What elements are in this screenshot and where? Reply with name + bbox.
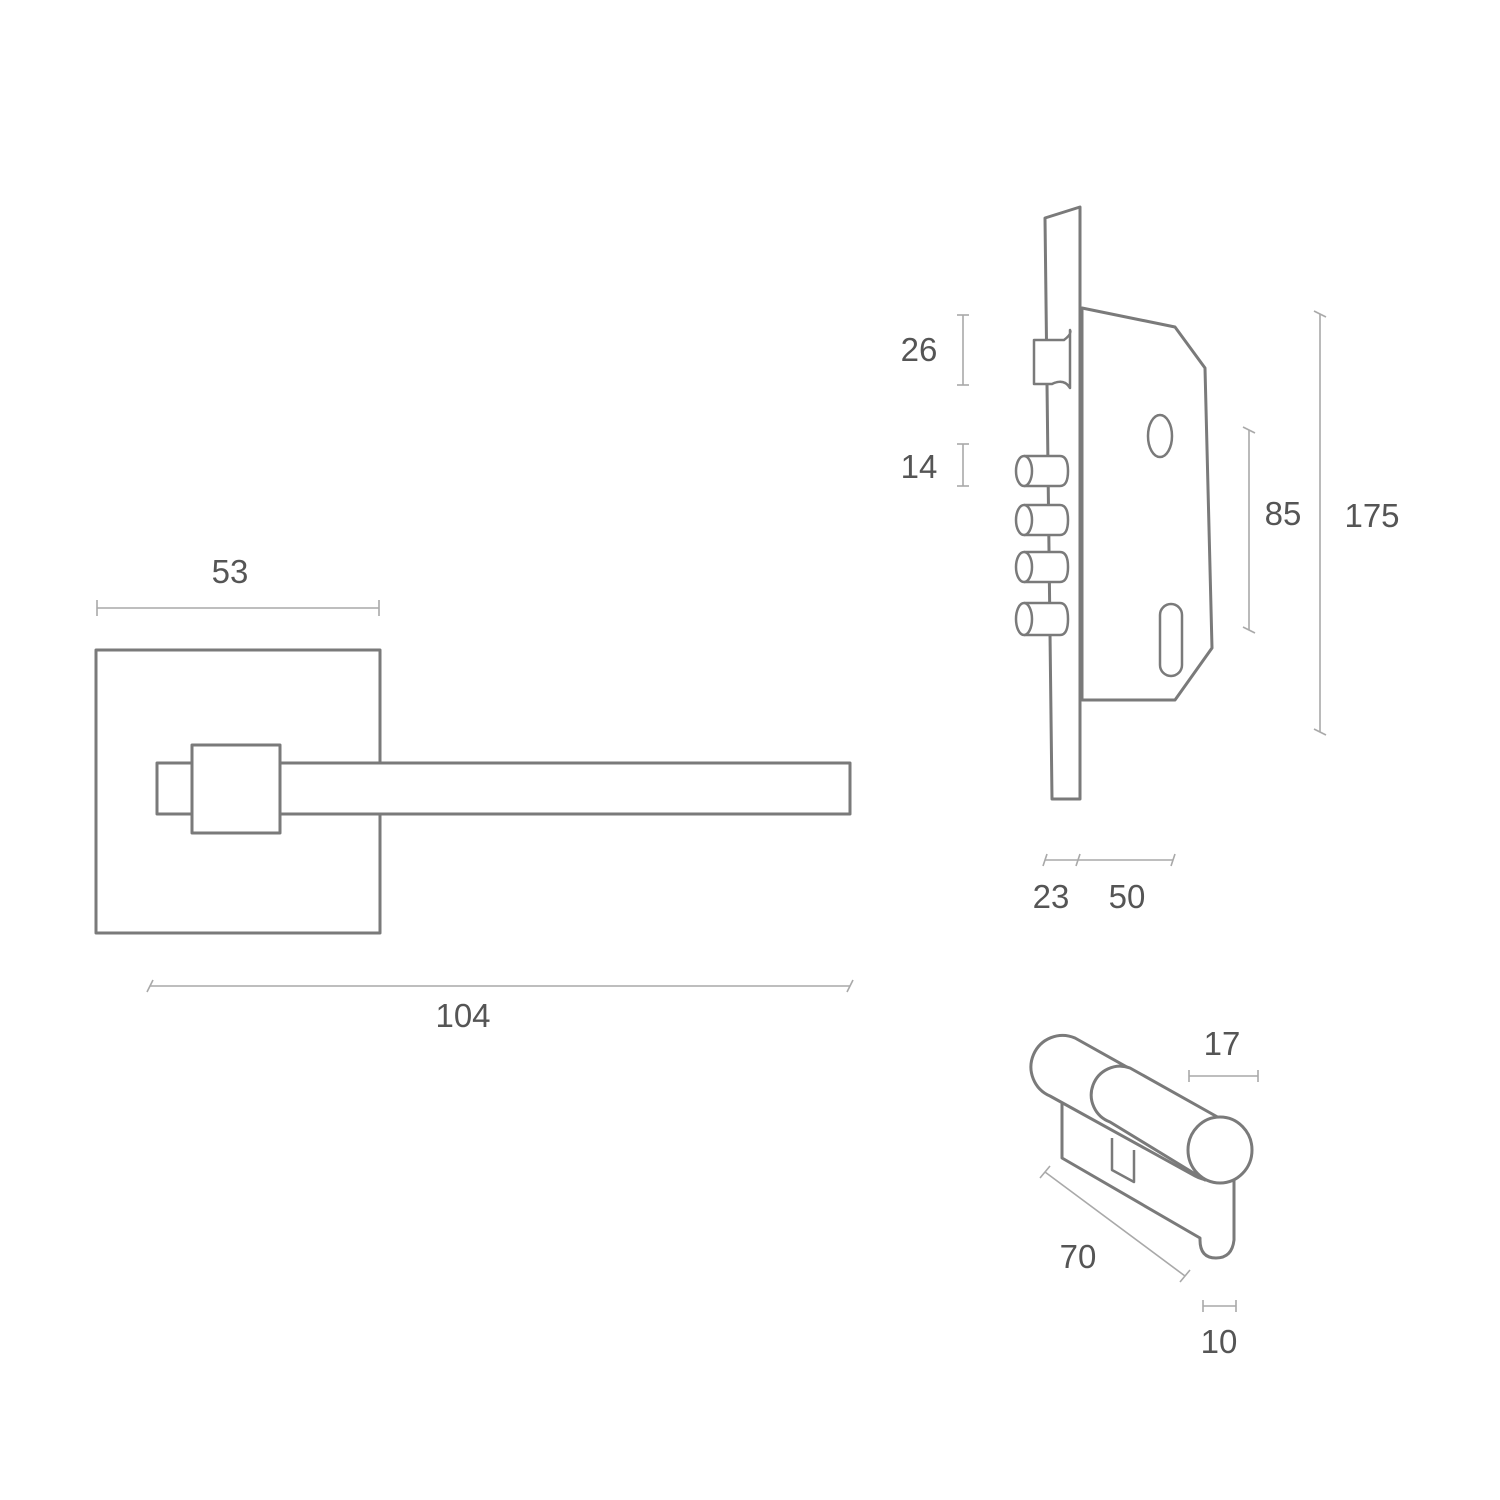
cylinder-cam <box>1110 1138 1136 1184</box>
latch-bolt <box>1032 328 1072 390</box>
dimension-label-cylinder-length: 70 <box>1059 1238 1097 1275</box>
dimension-line-bolt-diameter <box>957 443 969 487</box>
deadbolt-pin-4 <box>1024 601 1070 637</box>
deadbolt-pin-1 <box>1024 454 1070 488</box>
euro-cylinder-drawing <box>1029 1033 1254 1260</box>
deadbolt-pin-2 <box>1024 503 1070 537</box>
lever-collar <box>190 743 282 835</box>
dimension-line-faceplate-backset <box>1042 853 1176 867</box>
dimension-line-lock-height <box>1313 310 1327 736</box>
dimension-line-latch-height <box>957 314 969 386</box>
dimension-label-lever-length: 104 <box>435 997 491 1034</box>
dimension-label-bolt-diameter: 14 <box>900 448 938 485</box>
dimension-line-cylinder-length <box>1039 1165 1191 1283</box>
dimension-label-cylinder-cam: 17 <box>1203 1025 1241 1062</box>
cylinder-end-face <box>1186 1115 1254 1185</box>
deadbolt-pin-3 <box>1024 550 1070 584</box>
dimension-line-cylinder-cam <box>1188 1070 1259 1082</box>
dimension-label-faceplate-width: 23 <box>1032 878 1070 915</box>
dimension-line-lever-length <box>146 979 854 993</box>
lock-case <box>1080 306 1214 702</box>
dimension-label-rose-width: 53 <box>211 553 249 590</box>
dimension-label-hole-spacing: 85 <box>1264 495 1302 532</box>
dimension-line-rose-width <box>96 600 380 616</box>
deadbolt-pins <box>1014 454 1070 637</box>
lever-handle-drawing <box>94 648 852 935</box>
dimension-label-latch-height: 26 <box>900 331 938 368</box>
spindle-hole <box>1146 413 1174 459</box>
dimension-label-backset: 50 <box>1108 878 1146 915</box>
dimension-label-lock-height: 175 <box>1344 497 1400 534</box>
faceplate <box>1043 205 1082 801</box>
dimension-line-cylinder-offset <box>1202 1300 1237 1312</box>
dimension-label-cylinder-offset: 10 <box>1200 1323 1238 1360</box>
mortise-lock-drawing <box>1014 205 1214 801</box>
dimension-line-hole-spacing <box>1242 426 1256 634</box>
cylinder-slot <box>1158 602 1184 678</box>
